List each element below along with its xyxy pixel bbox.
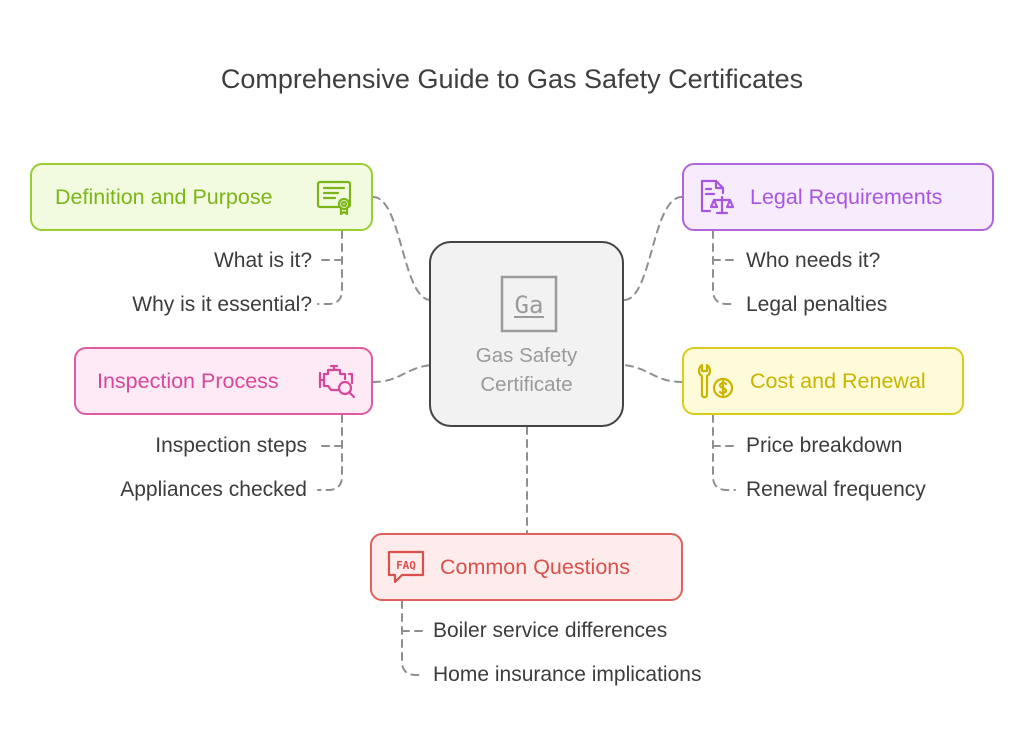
inspection-item-steps: Inspection steps	[155, 434, 307, 457]
faq-icon: FAQ	[386, 547, 426, 587]
connector-legal	[623, 196, 683, 301]
faq-item-boiler: Boiler service differences	[433, 619, 668, 642]
connector-definition-items	[317, 230, 343, 305]
connector-cost	[623, 364, 683, 383]
cost-item-price: Price breakdown	[746, 434, 903, 457]
definition-item-why: Why is it essential?	[132, 293, 312, 316]
connector-definition	[372, 196, 432, 301]
branch-cost-and-renewal: Cost and Renewal	[682, 347, 964, 415]
central-topic-label: Gas Safety Certificate	[431, 341, 622, 399]
connector-cost-items	[712, 414, 736, 491]
connector-faq-items	[401, 600, 425, 676]
branch-cost-label: Cost and Renewal	[750, 368, 926, 393]
faq-item-insurance: Home insurance implications	[433, 663, 702, 686]
branch-inspection-label: Inspection Process	[97, 368, 279, 393]
engine-inspection-icon	[317, 361, 357, 401]
legal-item-penalties: Legal penalties	[746, 293, 888, 316]
central-topic-line1: Gas Safety	[475, 344, 578, 367]
certificate-icon	[315, 177, 355, 217]
connector-legal-items	[712, 230, 736, 305]
legal-document-scales-icon	[696, 177, 736, 217]
certificate-ga-icon: Ga	[500, 275, 558, 333]
wrench-dollar-icon	[696, 361, 736, 401]
inspection-item-appliances: Appliances checked	[120, 478, 307, 501]
diagram-title: Comprehensive Guide to Gas Safety Certif…	[220, 64, 804, 94]
branch-legal-requirements: Legal Requirements	[682, 163, 994, 231]
connector-inspection	[372, 364, 432, 383]
branch-inspection-process: Inspection Process	[74, 347, 373, 415]
central-topic-line2: Certificate	[480, 373, 573, 396]
legal-item-who: Who needs it?	[746, 249, 881, 272]
central-topic: Ga Gas Safety Certificate	[429, 241, 624, 427]
faq-icon-text: FAQ	[396, 559, 416, 572]
definition-item-what: What is it?	[213, 249, 312, 272]
branch-legal-label: Legal Requirements	[750, 184, 943, 209]
branch-definition-and-purpose: Definition and Purpose	[30, 163, 373, 231]
connector-inspection-items	[317, 414, 343, 491]
branch-faq-label: Common Questions	[440, 554, 630, 579]
cost-item-renewal: Renewal frequency	[746, 478, 926, 501]
branch-common-questions: FAQ Common Questions	[370, 533, 683, 601]
center-icon-text: Ga	[515, 291, 544, 319]
branch-definition-label: Definition and Purpose	[55, 184, 273, 209]
